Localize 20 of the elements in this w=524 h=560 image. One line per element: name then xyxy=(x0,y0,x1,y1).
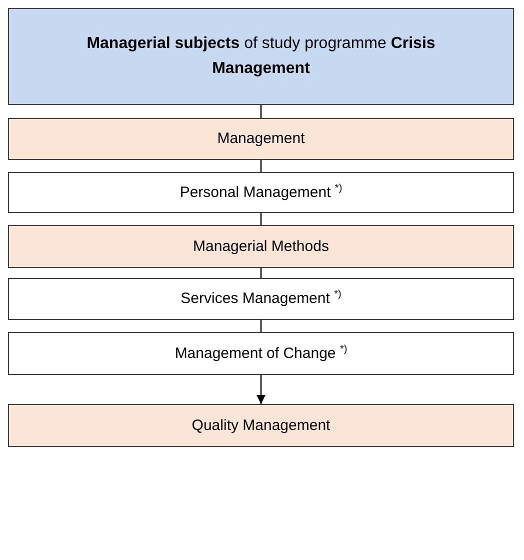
subject-box xyxy=(8,118,514,160)
connector-line xyxy=(260,320,262,332)
subject-label: Personal Management $^{*)}$ xyxy=(180,182,342,203)
arrow xyxy=(256,375,266,404)
subject-box xyxy=(8,278,514,320)
header-box xyxy=(8,8,514,105)
subject-label: Management xyxy=(217,129,305,150)
subject-box xyxy=(8,332,514,375)
connector-line xyxy=(260,268,262,278)
subject-box xyxy=(8,225,514,268)
subject-label: Management of Change $^{*)}$ xyxy=(174,342,348,364)
subject-box xyxy=(8,172,514,213)
subject-label: Managerial Methods xyxy=(193,236,329,257)
header-text: Managerial subjects of study programme Crisis Management xyxy=(86,34,436,78)
connector-line xyxy=(260,160,262,172)
subject-label: Services Management $^{*)}$ xyxy=(180,288,342,310)
subject-box xyxy=(8,404,514,447)
subject-label: Quality Management xyxy=(192,416,330,436)
connector-line xyxy=(260,213,262,225)
connector-line xyxy=(260,105,262,118)
